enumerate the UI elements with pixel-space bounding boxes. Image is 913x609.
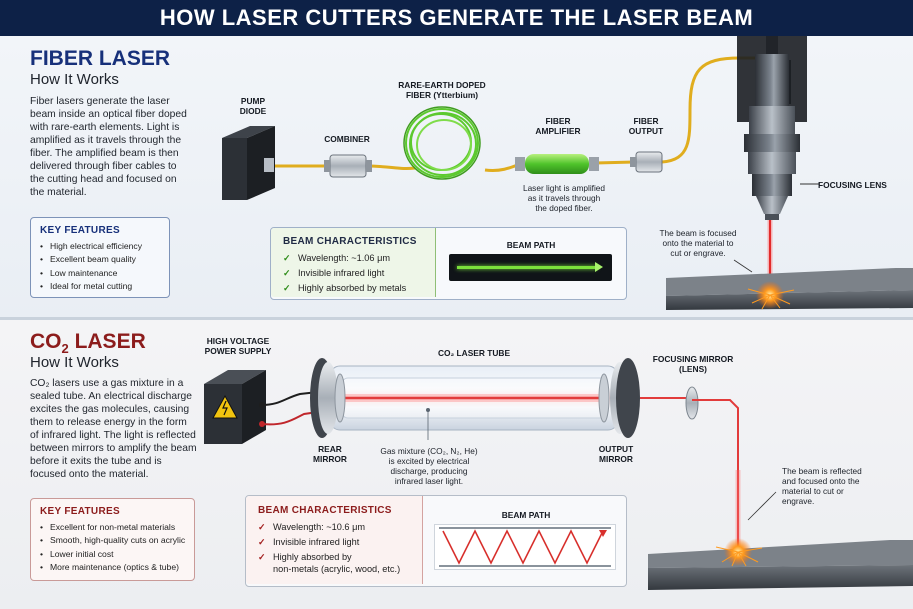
pump-diode-label: PUMP DIODE bbox=[239, 96, 267, 116]
power-supply-label: HIGH VOLTAGE POWER SUPPLY bbox=[204, 336, 272, 356]
fiber-laser-description: Fiber lasers generate the laser beam ins… bbox=[30, 96, 187, 198]
fiber-beam-characteristics-title: BEAM CHARACTERISTICS bbox=[283, 236, 417, 247]
focusing-lens-label: FOCUSING LENS bbox=[818, 180, 887, 190]
check-icon: ✓ bbox=[258, 537, 266, 547]
co2-beam-characteristics-box bbox=[246, 496, 423, 584]
fiber-beam-path-graphic bbox=[449, 254, 612, 281]
list-item: Low maintenance bbox=[40, 267, 142, 281]
co2-laser-subtitle: How It Works bbox=[30, 354, 119, 371]
fiber-cable-segment bbox=[594, 56, 762, 165]
fiber-output-connector bbox=[630, 151, 663, 173]
power-wire-negative bbox=[261, 391, 319, 406]
check-icon: ✓ bbox=[283, 268, 291, 278]
co2-beam-to-material bbox=[692, 399, 739, 550]
co2-laser-description: CO₂ lasers use a gas mixture in a sealed… bbox=[30, 378, 197, 480]
high-voltage-power-supply bbox=[204, 370, 266, 444]
check-icon: ✓ bbox=[283, 283, 291, 293]
co2-laser-tube bbox=[310, 358, 640, 438]
fiber-laser-subtitle: How It Works bbox=[30, 71, 119, 88]
list-item: Ideal for metal cutting bbox=[40, 280, 142, 294]
list-item: ✓Wavelength: ~1.06 μm bbox=[283, 251, 406, 266]
list-item: ✓Invisible infrared light bbox=[283, 266, 406, 281]
fiber-laser-title: FIBER LASER bbox=[30, 47, 171, 70]
co2-laser-title: CO2 LASER bbox=[30, 330, 146, 357]
co2-beam-characteristics-title: BEAM CHARACTERISTICS bbox=[258, 505, 392, 516]
fiber-key-features-title: KEY FEATURES bbox=[40, 225, 120, 236]
co2-beam-path-graphic bbox=[434, 524, 616, 570]
co2-zigzag-beam bbox=[439, 527, 611, 567]
co2-gas-note: Gas mixture (CO₂, N₂, He) is excited by … bbox=[380, 446, 478, 486]
fiber-material-plate bbox=[666, 268, 913, 310]
list-item: Lower initial cost bbox=[40, 548, 185, 562]
cutting-head bbox=[737, 36, 807, 220]
power-wire-positive bbox=[261, 411, 319, 426]
list-item: High electrical efficiency bbox=[40, 240, 142, 254]
fiber-cutting-sparks bbox=[747, 281, 795, 310]
co2-beam-characteristics-list: ✓Wavelength: ~10.6 μm ✓Invisible infrare… bbox=[258, 520, 400, 581]
fiber-amplified-note: Laser light is amplified as it travels t… bbox=[522, 183, 606, 213]
co2-material-plate bbox=[648, 540, 913, 590]
fiber-beam-path-title: BEAM PATH bbox=[506, 240, 556, 250]
fiber-key-features-list: High electrical efficiency Excellent bea… bbox=[40, 240, 142, 293]
fiber-beam-characteristics-box bbox=[271, 228, 436, 297]
rare-earth-doped-fiber-coil bbox=[403, 106, 481, 180]
co2-cutting-sparks bbox=[715, 538, 763, 567]
co2-beam-characteristics-panel: BEAM CHARACTERISTICS ✓Wavelength: ~10.6 … bbox=[245, 495, 627, 587]
section-divider bbox=[0, 317, 913, 320]
arrow-right-icon bbox=[595, 262, 603, 272]
fiber-focused-note: The beam is focused onto the material to… bbox=[659, 228, 737, 258]
list-item: ✓Wavelength: ~10.6 μm bbox=[258, 520, 400, 535]
co2-key-features-box: KEY FEATURES Excellent for non-metal mat… bbox=[30, 498, 195, 581]
rear-mirror-label: REAR MIRROR bbox=[313, 444, 347, 464]
check-icon: ✓ bbox=[258, 522, 266, 532]
page-title: HOW LASER CUTTERS GENERATE THE LASER BEA… bbox=[0, 0, 913, 36]
focusing-mirror-label: FOCUSING MIRROR (LENS) bbox=[652, 354, 734, 374]
co2-reflected-note: The beam is reflected and focused onto t… bbox=[782, 466, 862, 506]
fiber-amplifier-label: FIBER AMPLIFIER bbox=[535, 116, 581, 136]
fiber-key-features-box: KEY FEATURES High electrical efficiency … bbox=[30, 217, 170, 298]
focusing-mirror bbox=[685, 386, 699, 420]
list-item: Smooth, high-quality cuts on acrylic bbox=[40, 534, 185, 548]
list-item: Excellent beam quality bbox=[40, 253, 142, 267]
doped-fiber-label: RARE-EARTH DOPED FIBER (Ytterbium) bbox=[398, 80, 486, 100]
check-icon: ✓ bbox=[258, 552, 266, 562]
fiber-beam-characteristics-panel: BEAM CHARACTERISTICS ✓Wavelength: ~1.06 … bbox=[270, 227, 627, 300]
co2-key-features-list: Excellent for non-metal materials Smooth… bbox=[40, 521, 185, 574]
fiber-beam-path-line bbox=[457, 266, 597, 269]
check-icon: ✓ bbox=[283, 253, 291, 263]
list-item: ✓Invisible infrared light bbox=[258, 535, 400, 550]
list-item: Excellent for non-metal materials bbox=[40, 521, 185, 535]
fiber-output-label: FIBER OUTPUT bbox=[628, 116, 664, 136]
fiber-cable-segment bbox=[484, 162, 521, 172]
pump-diode bbox=[222, 126, 275, 200]
list-item: More maintenance (optics & tube) bbox=[40, 561, 185, 575]
list-item: ✓Highly absorbed by metals bbox=[283, 281, 406, 296]
reflected-beam-pointer bbox=[747, 491, 777, 521]
fiber-amplifier bbox=[515, 154, 599, 174]
output-mirror-label: OUTPUT MIRROR bbox=[598, 444, 634, 464]
co2-key-features-title: KEY FEATURES bbox=[40, 506, 120, 517]
list-item: ✓Highly absorbed by non-metals (acrylic,… bbox=[258, 552, 401, 574]
co2-tube-label: CO₂ LASER TUBE bbox=[437, 348, 511, 358]
beam-focus-pointer bbox=[733, 259, 753, 273]
co2-beam-path-title: BEAM PATH bbox=[501, 510, 551, 520]
combiner-label: COMBINER bbox=[324, 134, 370, 144]
combiner bbox=[324, 154, 372, 178]
fiber-beam-characteristics-list: ✓Wavelength: ~1.06 μm ✓Invisible infrare… bbox=[283, 251, 406, 296]
